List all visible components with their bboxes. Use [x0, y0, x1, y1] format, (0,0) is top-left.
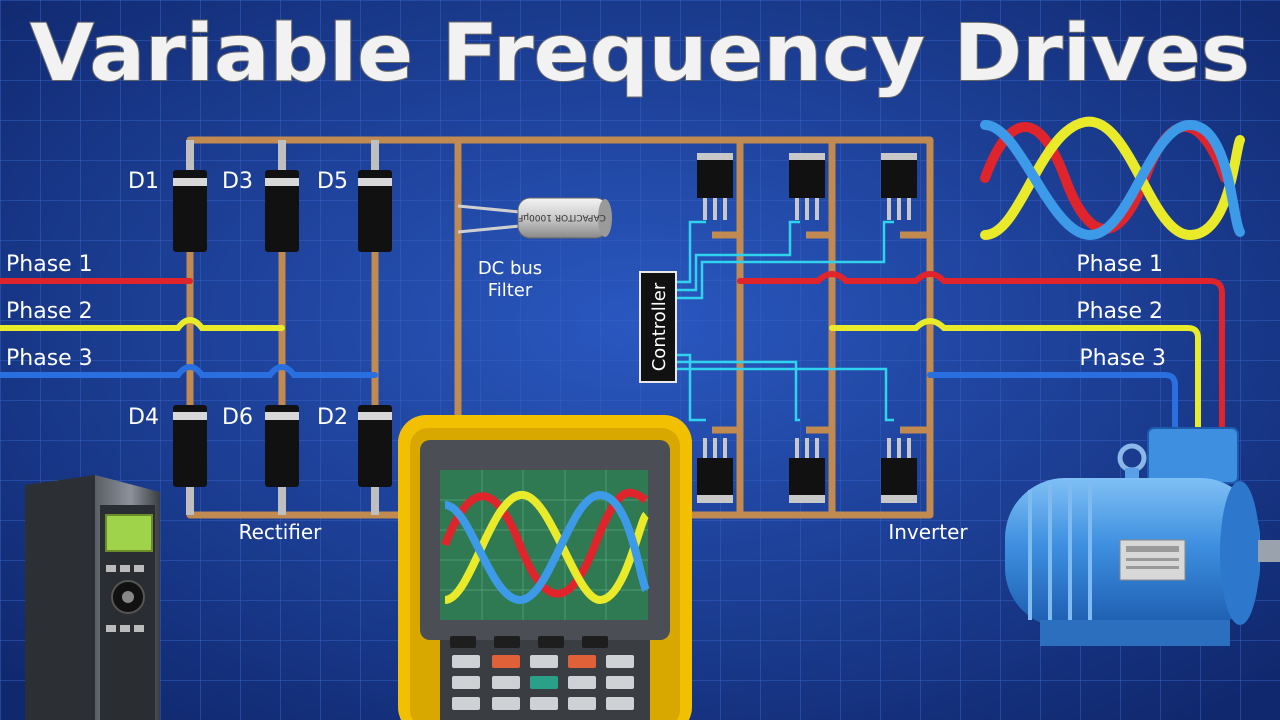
input-phase-2-label: Phase 2	[6, 299, 93, 324]
diode-label-d3: D3	[222, 169, 253, 194]
diode-icon	[265, 140, 299, 252]
diode-label-d5: D5	[317, 169, 348, 194]
diode-icon	[265, 405, 299, 515]
oscilloscope-icon	[398, 415, 692, 720]
rectifier-label: Rectifier	[239, 520, 323, 544]
electric-motor-icon	[1005, 427, 1280, 646]
controller-box: Controller	[639, 271, 677, 383]
igbt-transistor-icon	[789, 153, 825, 220]
inverter-transistors	[697, 153, 917, 503]
capacitor-text: CAPACITOR 1000µF	[518, 212, 606, 222]
sine-wave-icon	[980, 116, 1245, 241]
controller-signal-lines	[676, 220, 894, 422]
diode-icon	[358, 405, 392, 515]
output-phase-2-label: Phase 2	[1076, 299, 1163, 324]
diode-group	[173, 140, 392, 515]
diode-label-d2: D2	[317, 405, 348, 430]
diode-icon	[173, 140, 207, 252]
output-phase-lines	[737, 271, 1225, 433]
page-title: Variable Frequency Drives	[30, 9, 1250, 99]
output-phase-1-label: Phase 1	[1076, 252, 1163, 277]
input-phase-lines	[0, 278, 378, 378]
inverter-label: Inverter	[888, 520, 968, 544]
diode-label-d4: D4	[128, 405, 159, 430]
controller-label: Controller	[649, 282, 670, 371]
capacitor-icon: CAPACITOR 1000µF	[457, 197, 612, 239]
output-phase-3-label: Phase 3	[1079, 346, 1166, 371]
diode-label-d6: D6	[222, 405, 253, 430]
input-phase-1-label: Phase 1	[6, 252, 93, 277]
igbt-transistor-icon	[697, 438, 733, 503]
igbt-transistor-icon	[881, 438, 917, 503]
input-phase-3-label: Phase 3	[6, 346, 93, 371]
igbt-transistor-icon	[789, 438, 825, 503]
diode-icon	[173, 405, 207, 515]
dc-bus-label: DC bus	[478, 258, 542, 279]
vfd-drive-unit-icon	[25, 475, 160, 720]
diode-label-d1: D1	[128, 169, 159, 194]
filter-label: Filter	[488, 280, 533, 301]
diode-icon	[358, 140, 392, 252]
igbt-transistor-icon	[881, 153, 917, 220]
igbt-transistor-icon	[697, 153, 733, 220]
